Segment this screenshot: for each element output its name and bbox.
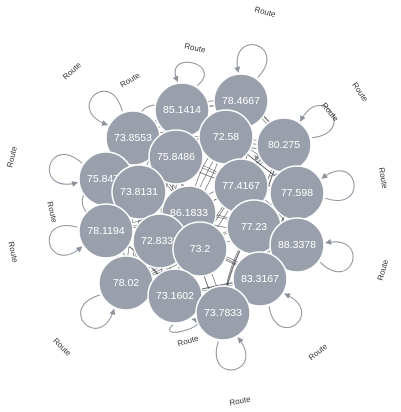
- edge-label: Route: [254, 5, 277, 19]
- graph-node[interactable]: 73.1602: [147, 268, 203, 324]
- node-label: 73.1602: [156, 290, 194, 302]
- node-label: 83.3167: [241, 273, 279, 285]
- graph-node[interactable]: 78.1194: [78, 203, 134, 259]
- self-loop-edge: [234, 44, 268, 78]
- node-label: 78.4667: [222, 95, 260, 107]
- node-circle: [269, 217, 325, 273]
- node-circle: [195, 285, 251, 341]
- self-loop-edge: [215, 337, 247, 371]
- node-circle: [172, 221, 228, 277]
- graph-node[interactable]: 72.58: [198, 109, 254, 165]
- edge-label: Route: [6, 241, 20, 264]
- graph-node[interactable]: 80.275: [256, 117, 312, 173]
- self-loop-edge: [88, 90, 123, 126]
- edge-label: Route: [307, 341, 330, 362]
- graph-node[interactable]: 77.598: [269, 165, 325, 221]
- node-circle: [232, 251, 288, 307]
- node-label: 75.8486: [157, 151, 195, 163]
- graph-node[interactable]: 73.7833: [195, 285, 251, 341]
- edge-label: Route: [229, 394, 252, 407]
- edge-label: Route: [45, 201, 59, 224]
- self-loop-edge: [299, 105, 335, 139]
- node-label: 88.3378: [278, 239, 316, 251]
- edge-label: Route: [51, 336, 73, 358]
- node-circle: [111, 164, 167, 220]
- self-loop-edge: [321, 170, 355, 201]
- node-label: 78.1194: [87, 225, 124, 237]
- node-circle: [78, 203, 134, 259]
- node-label: 73.8553: [114, 132, 152, 144]
- node-label: 85.1414: [163, 104, 201, 116]
- graph-node[interactable]: 75.8486: [148, 129, 204, 185]
- node-label: 77.23: [241, 221, 267, 233]
- edge-label: Route: [376, 258, 391, 282]
- graph-node[interactable]: 78.02: [98, 255, 154, 311]
- self-loop-edge: [319, 238, 354, 273]
- node-label: 78.02: [113, 277, 139, 289]
- self-loop-edge: [48, 225, 83, 256]
- graph-node[interactable]: 73.2: [172, 221, 228, 277]
- node-label: 72.58: [213, 131, 239, 143]
- node-label: 72.8333: [141, 235, 179, 247]
- graph-node[interactable]: 83.3167: [232, 251, 288, 307]
- graph-node[interactable]: 73.8131: [111, 164, 167, 220]
- node-label: 80.275: [268, 139, 300, 151]
- edge-label: Route: [176, 334, 200, 349]
- edge-label: Route: [184, 41, 207, 54]
- edge-label: Route: [119, 70, 142, 89]
- node-label: 73.2: [190, 243, 211, 255]
- node-label: 77.598: [281, 187, 313, 199]
- node-circle: [148, 129, 204, 185]
- node-label: 77.4167: [222, 180, 260, 192]
- edge-label: Route: [61, 60, 83, 81]
- self-loop-edge: [268, 293, 303, 328]
- node-label: 86.1833: [170, 207, 208, 219]
- self-loop-edge: [48, 154, 83, 187]
- edge-label: Route: [320, 101, 341, 124]
- edge-label: Route: [377, 167, 390, 190]
- nodes-layer: 78.4667 85.1414 73.8553 72.58 80.275 75.8486 7…: [78, 73, 325, 341]
- node-label: 73.7833: [204, 307, 242, 319]
- self-loop-edge: [172, 61, 205, 87]
- graph-node[interactable]: 88.3378: [269, 217, 325, 273]
- edge-label: Route: [5, 145, 19, 168]
- node-label: 73.8131: [120, 186, 158, 198]
- self-loop-edge: [80, 294, 116, 329]
- edge-label: Route: [350, 81, 370, 104]
